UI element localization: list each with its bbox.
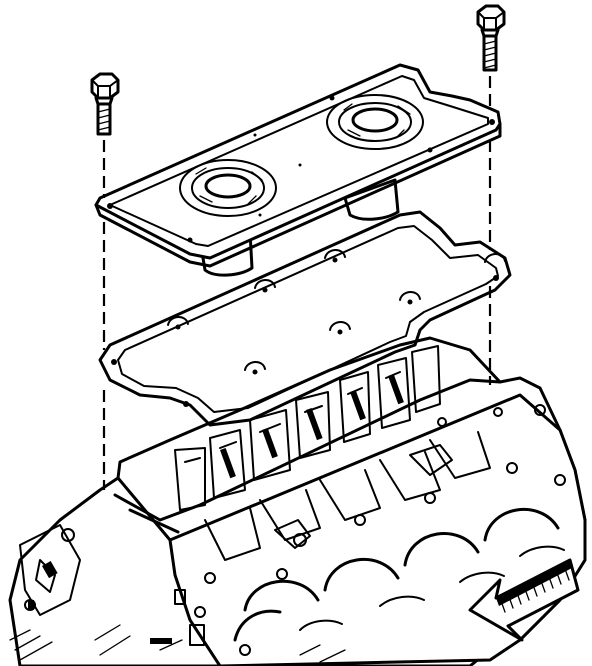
front-arrow-icon — [468, 558, 580, 642]
alignment-lines — [102, 76, 492, 490]
cylinder-bores — [233, 508, 565, 642]
cover-openings — [179, 94, 424, 217]
cover-plate — [94, 63, 502, 277]
deck-bolt-holes — [194, 404, 566, 656]
gasket — [98, 210, 512, 427]
bolt-right — [476, 4, 506, 72]
bolt-left — [90, 72, 120, 136]
block-side-details — [19, 524, 205, 646]
